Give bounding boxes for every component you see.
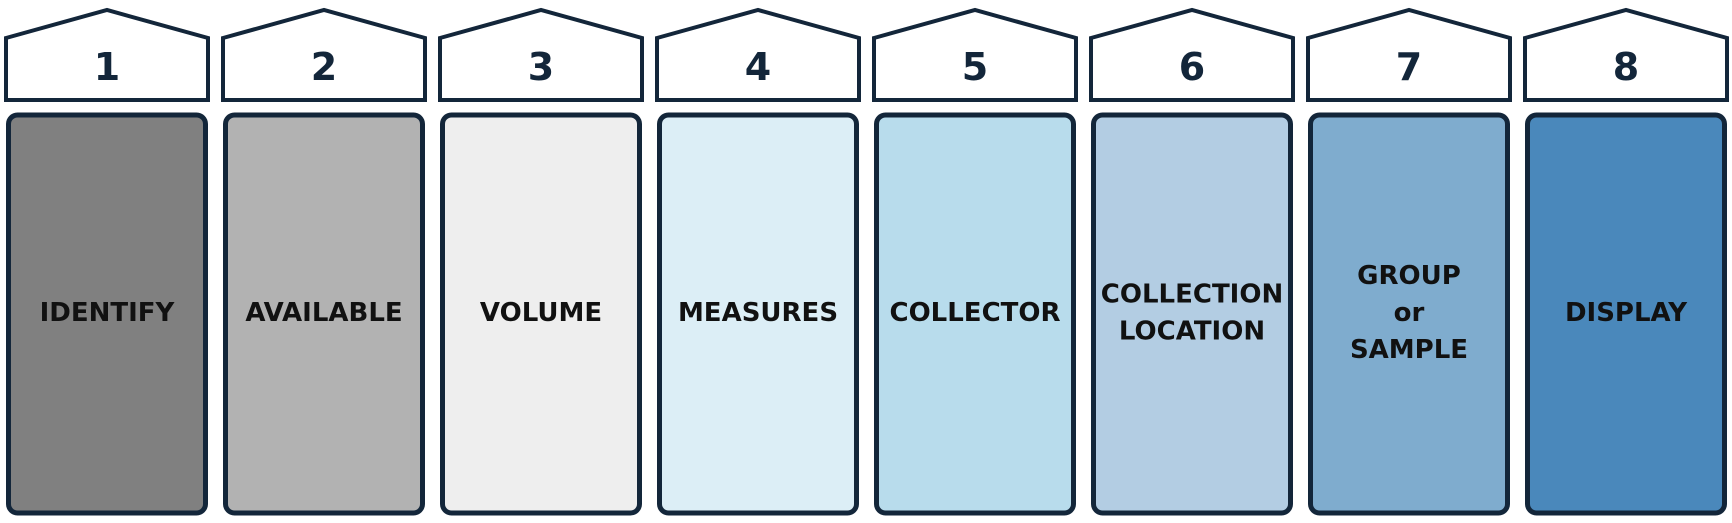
step-box [1308,112,1510,516]
step-label-line: VOLUME [480,298,602,328]
step-box [6,112,208,516]
step-number: 5 [962,45,988,89]
step-header-house [872,7,1078,102]
step-label-line: COLLECTION [1101,280,1283,310]
step-box [1091,112,1293,516]
step-number: 7 [1396,45,1422,89]
step-header-house [655,7,861,102]
step-number: 3 [528,45,554,89]
step-box [223,112,425,516]
step-label-line: COLLECTOR [889,298,1060,328]
step-box [874,112,1076,516]
step-header-house [438,7,644,102]
step-label-line: IDENTIFY [40,298,176,328]
step-box [440,112,642,516]
step-label-line: SAMPLE [1350,335,1468,365]
step-label-line: LOCATION [1119,317,1265,347]
step-box [657,112,859,516]
step-header-house [1523,7,1729,102]
step-header-house [1306,7,1512,102]
step-header-house [4,7,210,102]
step-label-line: MEASURES [678,298,838,328]
step-number: 1 [94,45,120,89]
step-number: 4 [745,45,771,89]
step-header-house [1089,7,1295,102]
step-number: 8 [1613,45,1639,89]
step-label-line: or [1394,298,1425,328]
step-label-line: DISPLAY [1565,298,1688,328]
step-number: 2 [311,45,337,89]
step-number: 6 [1179,45,1205,89]
step-label-line: GROUP [1357,261,1461,291]
step-header-house [221,7,427,102]
step-box [1525,112,1727,516]
step-label-line: AVAILABLE [245,298,402,328]
